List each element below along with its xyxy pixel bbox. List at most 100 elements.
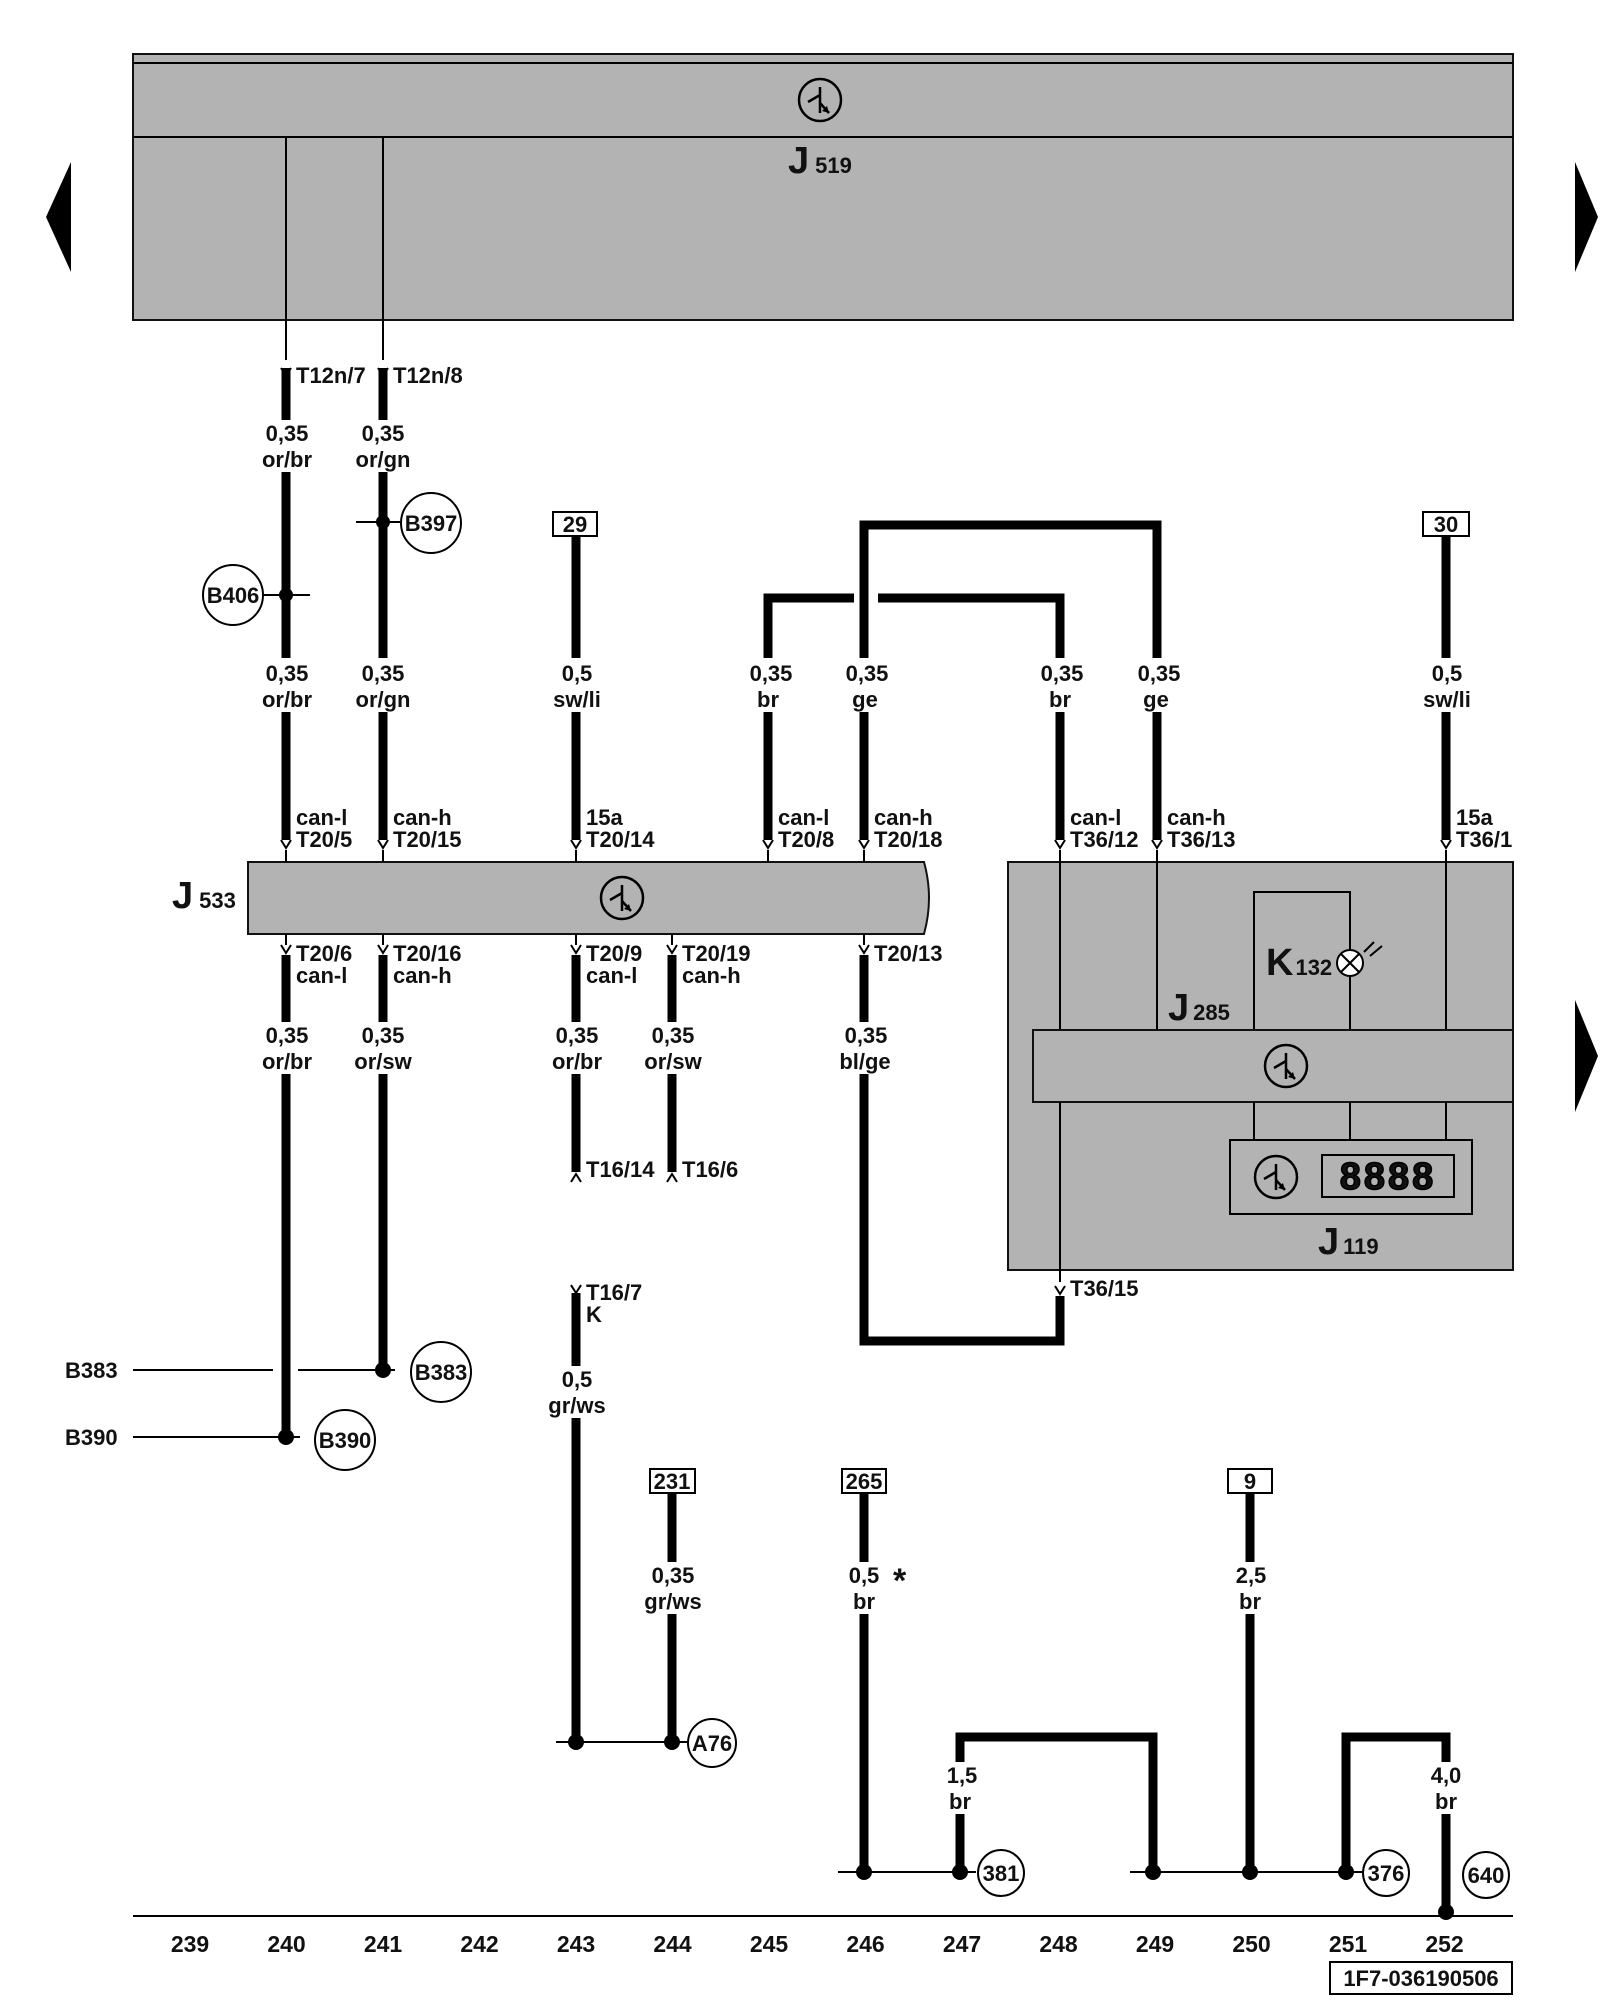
svg-text:can-h: can-h — [682, 963, 741, 988]
svg-text:0,35: 0,35 — [266, 421, 309, 446]
column-number: 242 — [460, 1931, 498, 1957]
j519-module — [132, 53, 1514, 321]
connector-b406 — [202, 564, 264, 626]
column-number: 252 — [1425, 1931, 1463, 1957]
svg-text:can-l: can-l — [586, 963, 637, 988]
svg-text:ge: ge — [852, 687, 878, 712]
svg-text:640: 640 — [1468, 1863, 1505, 1888]
wire-label-250d: 2,5br — [1220, 1562, 1280, 1614]
ground-376 — [1362, 1849, 1410, 1897]
column-number: 248 — [1039, 1931, 1078, 1957]
asterisk-note: * — [893, 1562, 907, 1600]
wire-label-252d: 4,0br — [1416, 1762, 1476, 1814]
svg-text:381: 381 — [983, 1861, 1020, 1886]
svg-text:A76: A76 — [692, 1731, 732, 1756]
svg-text:or/br: or/br — [262, 447, 313, 472]
svg-text:can-l: can-l — [296, 963, 347, 988]
column-number: 245 — [750, 1931, 789, 1957]
svg-text:0,5: 0,5 — [1432, 661, 1463, 686]
svg-text:T36/1: T36/1 — [1456, 827, 1512, 852]
svg-text:can-l: can-l — [1070, 805, 1121, 830]
pin-t20-13: T20/13 — [858, 941, 943, 966]
next-page-arrow-icon-lower[interactable] — [1575, 1000, 1598, 1112]
svg-text:can-l: can-l — [296, 805, 347, 830]
svg-text:T20/8: T20/8 — [778, 827, 834, 852]
svg-text:can-l: can-l — [778, 805, 829, 830]
svg-text:30: 30 — [1434, 512, 1458, 537]
svg-text:T20/6: T20/6 — [296, 941, 352, 966]
column-number: 244 — [653, 1931, 692, 1957]
terminal-9 — [1227, 1468, 1273, 1494]
svg-text:T36/12: T36/12 — [1070, 827, 1139, 852]
svg-text:can-h: can-h — [1167, 805, 1226, 830]
svg-text:231: 231 — [654, 1469, 691, 1494]
svg-text:T20/19: T20/19 — [682, 941, 751, 966]
svg-text:br: br — [1049, 687, 1071, 712]
svg-text:T36/13: T36/13 — [1167, 827, 1236, 852]
terminal-265 — [841, 1468, 887, 1494]
footer-code: 1F7-036190506 — [1343, 1966, 1498, 1991]
svg-text:0,35: 0,35 — [652, 1023, 695, 1048]
terminal-29 — [552, 511, 598, 537]
svg-text:or/gn: or/gn — [356, 687, 411, 712]
connector-b397 — [400, 492, 462, 554]
pin-t16-14: T16/14 — [570, 1157, 655, 1183]
svg-text:br: br — [949, 1789, 971, 1814]
display-digits: 8888 — [1340, 1156, 1437, 1198]
svg-text:0,35: 0,35 — [845, 1023, 888, 1048]
svg-text:0,5: 0,5 — [849, 1563, 880, 1588]
svg-text:T20/18: T20/18 — [874, 827, 943, 852]
svg-text:T20/16: T20/16 — [393, 941, 462, 966]
warning-lamp-icon — [1336, 941, 1383, 977]
next-page-arrow-icon[interactable] — [1575, 162, 1598, 272]
svg-text:bl/ge: bl/ge — [839, 1049, 890, 1074]
svg-text:0,35: 0,35 — [362, 1023, 405, 1048]
svg-text:0,5: 0,5 — [562, 1367, 593, 1392]
terminal-30 — [1422, 511, 1470, 537]
svg-text:br: br — [853, 1589, 875, 1614]
svg-text:1,5: 1,5 — [947, 1763, 978, 1788]
connector-b383 — [410, 1341, 472, 1403]
svg-text:B406: B406 — [207, 583, 260, 608]
svg-text:T20/15: T20/15 — [393, 827, 462, 852]
svg-text:ge: ge — [1143, 687, 1169, 712]
svg-text:0,35: 0,35 — [652, 1563, 695, 1588]
svg-text:T20/9: T20/9 — [586, 941, 642, 966]
pin-t16-6: T16/6 — [666, 1157, 738, 1183]
column-number: 246 — [846, 1931, 884, 1957]
svg-text:gr/ws: gr/ws — [548, 1393, 605, 1418]
svg-text:T16/14: T16/14 — [586, 1157, 655, 1182]
connector-b390 — [314, 1409, 376, 1471]
svg-text:br: br — [1239, 1589, 1261, 1614]
svg-text:265: 265 — [846, 1469, 883, 1494]
svg-text:0,35: 0,35 — [266, 1023, 309, 1048]
j285-module — [1032, 1029, 1514, 1103]
svg-text:or/br: or/br — [262, 687, 313, 712]
column-number: 239 — [171, 1931, 209, 1957]
svg-text:or/br: or/br — [552, 1049, 603, 1074]
prev-page-arrow-icon[interactable] — [46, 162, 71, 272]
pin-t12n7: T12n/7 — [280, 363, 366, 388]
svg-text:29: 29 — [563, 512, 587, 537]
svg-text:T20/13: T20/13 — [874, 941, 943, 966]
wire-label-247d: 1,5br — [932, 1762, 988, 1814]
